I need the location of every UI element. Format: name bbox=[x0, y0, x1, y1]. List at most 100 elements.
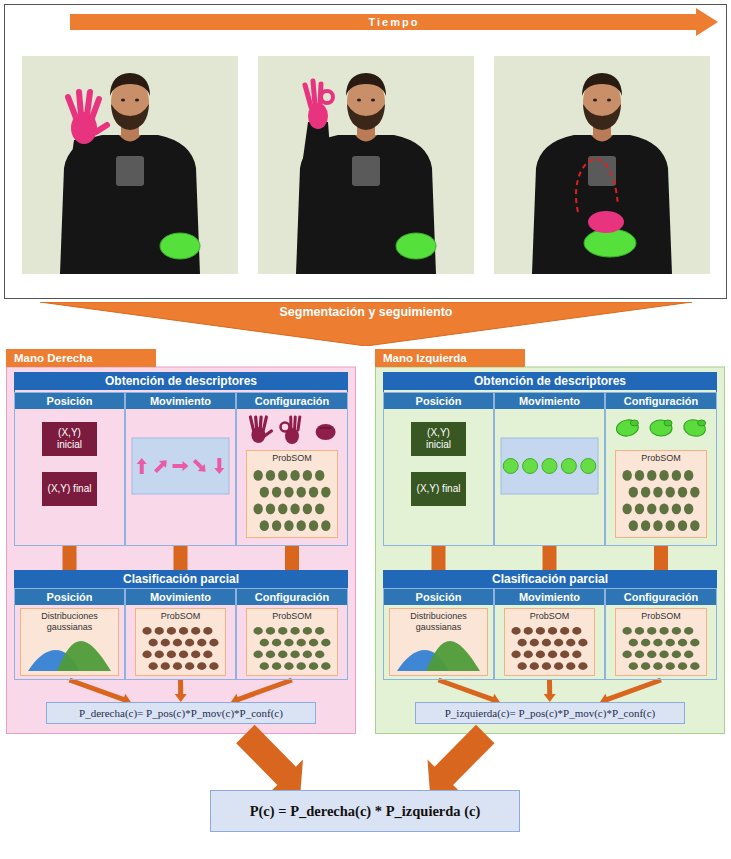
flow-arrow bbox=[544, 680, 556, 702]
coordinate-box: (X,Y) inicial bbox=[411, 422, 466, 456]
feature-column: ConfiguraciónProbSOM bbox=[236, 392, 348, 546]
som-cell bbox=[629, 487, 638, 498]
green-fist bbox=[650, 420, 673, 437]
node-label: P(c) = P_derecha(c) * P_izquierda (c) bbox=[250, 803, 481, 820]
green-glove bbox=[396, 233, 436, 259]
som-cell bbox=[659, 470, 668, 481]
som-cell bbox=[653, 487, 662, 498]
direction-arrow bbox=[214, 458, 224, 474]
node-label: Configuración bbox=[606, 393, 716, 409]
coordinate-box: (X,Y) final bbox=[42, 472, 97, 506]
feature-column: ConfiguraciónProbSOM bbox=[605, 588, 717, 680]
som-cell bbox=[179, 627, 188, 635]
node-label: Posición bbox=[384, 589, 493, 605]
box-ground bbox=[615, 608, 707, 676]
node-label: Obtención de descriptores bbox=[383, 372, 717, 390]
photo-1-hands bbox=[66, 92, 200, 259]
panel-ground bbox=[376, 367, 725, 734]
panel-ground bbox=[7, 367, 356, 734]
som-cell bbox=[203, 627, 212, 635]
motion-box bbox=[132, 438, 229, 494]
som-cell bbox=[566, 639, 575, 647]
node-label: ProbSOM bbox=[615, 450, 707, 464]
som-cell bbox=[315, 470, 324, 481]
som-cell bbox=[666, 639, 675, 647]
som-cell bbox=[666, 487, 675, 498]
node-label: (X,Y) final bbox=[48, 483, 92, 495]
som-cell bbox=[260, 639, 269, 647]
som-cell bbox=[149, 639, 158, 647]
direction-arrow bbox=[193, 459, 206, 472]
som-cell bbox=[684, 651, 693, 659]
som-cell bbox=[641, 487, 650, 498]
som-cell bbox=[542, 662, 551, 670]
som-cell bbox=[191, 651, 200, 659]
green-fist bbox=[615, 418, 639, 438]
node-label: Mano Izquierda bbox=[375, 349, 525, 367]
node-label: Posición bbox=[15, 393, 124, 409]
som-cell bbox=[161, 639, 170, 647]
som-cell bbox=[209, 639, 218, 647]
still-dot bbox=[542, 459, 557, 474]
node-label: (X,Y) inicial bbox=[45, 427, 94, 451]
flow-arrow bbox=[175, 680, 187, 702]
gaussian-box: Distribuciones gaussianas bbox=[20, 608, 119, 676]
som-cell bbox=[303, 470, 312, 481]
feature-column: MovimientoProbSOM bbox=[125, 588, 236, 680]
som-cell bbox=[266, 627, 275, 635]
som-cell bbox=[266, 651, 275, 659]
box-ground bbox=[20, 608, 119, 676]
probsom-box: ProbSOM bbox=[246, 450, 338, 538]
som-cell bbox=[690, 487, 699, 498]
som-cell bbox=[678, 639, 687, 647]
node-label: Posición bbox=[15, 589, 124, 605]
som-cell bbox=[653, 520, 662, 531]
feature-column: PosiciónDistribuciones gaussianas bbox=[383, 588, 494, 680]
som-cell bbox=[635, 627, 644, 635]
som-cell bbox=[690, 520, 699, 531]
som-cell bbox=[560, 651, 569, 659]
som-cell bbox=[253, 651, 262, 659]
som-cell bbox=[321, 639, 330, 647]
node-label: Segmentación y seguimiento bbox=[40, 302, 692, 320]
som-cell bbox=[622, 651, 631, 659]
node-label: Posición bbox=[384, 393, 493, 409]
feature-column: MovimientoProbSOM bbox=[494, 588, 605, 680]
som-cell bbox=[297, 487, 306, 498]
node-label: Tiempo bbox=[70, 8, 718, 36]
som-cell bbox=[321, 487, 330, 498]
som-cell bbox=[511, 627, 520, 635]
som-cell bbox=[185, 639, 194, 647]
som-cell bbox=[678, 662, 687, 670]
node-label: Movimiento bbox=[495, 589, 604, 605]
top-frame bbox=[5, 5, 727, 299]
node-label: Movimiento bbox=[126, 589, 235, 605]
som-cell bbox=[284, 487, 293, 498]
som-cell bbox=[684, 627, 693, 635]
som-cell bbox=[297, 639, 306, 647]
stage-section: Obtención de descriptoresPosición(X,Y) i… bbox=[14, 372, 348, 546]
som-cell bbox=[284, 520, 293, 531]
som-cell bbox=[635, 651, 644, 659]
som-cell bbox=[315, 627, 324, 635]
som-cell bbox=[315, 504, 324, 515]
som-cell bbox=[321, 520, 330, 531]
som-cell bbox=[666, 662, 675, 670]
som-cell bbox=[635, 470, 644, 481]
som-cell bbox=[524, 651, 533, 659]
feature-column: ConfiguraciónProbSOM bbox=[236, 588, 348, 680]
som-cell bbox=[278, 651, 287, 659]
som-cell bbox=[272, 520, 281, 531]
feature-column: Posición (X,Y) inicial (X,Y) final bbox=[14, 392, 125, 546]
flow-arrow bbox=[600, 678, 662, 705]
som-cell bbox=[197, 639, 206, 647]
som-cell bbox=[672, 651, 681, 659]
pink-glove bbox=[588, 211, 624, 233]
som-cell bbox=[272, 662, 281, 670]
som-cell bbox=[142, 651, 151, 659]
som-cell bbox=[629, 639, 638, 647]
feature-column: PosiciónDistribuciones gaussianas bbox=[14, 588, 125, 680]
photo-2-hands bbox=[300, 81, 436, 259]
arrow-shape bbox=[70, 8, 718, 36]
